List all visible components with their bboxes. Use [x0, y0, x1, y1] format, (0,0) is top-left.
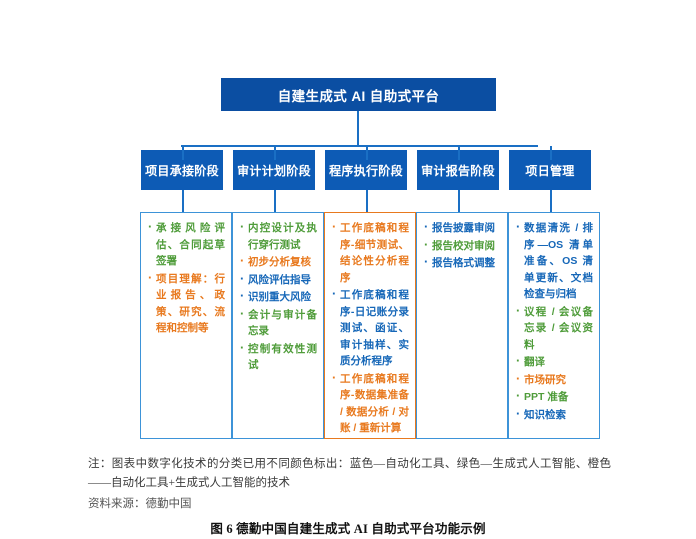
connector-stage-panel-1: [182, 190, 184, 212]
bullet-list: 工作底稿和程序-细节测试、结论性分析程序工作底稿和程序-日记账分录测试、函证、审…: [331, 219, 409, 437]
stage-box-4[interactable]: 审计报告阶段: [417, 150, 499, 190]
stage-box-3[interactable]: 程序执行阶段: [325, 150, 407, 190]
content-panel-5: 数据清洗 / 排序—OS 清单准备、OS 清单更新、文档检查与归档议程 / 会议…: [508, 212, 600, 439]
list-item[interactable]: 报告格式调整: [423, 254, 501, 272]
list-item[interactable]: 工作底稿和程序-细节测试、结论性分析程序: [331, 219, 409, 286]
list-item[interactable]: 承接风险评估、合同起草签署: [147, 219, 225, 270]
list-item[interactable]: 识别重大风险: [239, 288, 317, 306]
stage-label: 项目承接阶段: [145, 163, 219, 178]
list-item[interactable]: 翻译: [515, 353, 593, 371]
list-item[interactable]: 初步分析复核: [239, 253, 317, 271]
list-item[interactable]: 会计与审计备忘录: [239, 306, 317, 340]
connector-drop-2: [274, 146, 276, 160]
list-item[interactable]: 报告校对审阅: [423, 237, 501, 255]
connector-title-vertical: [357, 111, 359, 146]
platform-title-box: 自建生成式 AI 自助式平台: [221, 78, 496, 111]
connector-drop-1: [182, 146, 184, 160]
list-item[interactable]: 风险评估指导: [239, 271, 317, 289]
list-item[interactable]: 知识检索: [515, 406, 593, 424]
figure-caption: 图 6 德勤中国自建生成式 AI 自助式平台功能示例: [210, 522, 486, 536]
list-item[interactable]: 内控设计及执行穿行测试: [239, 219, 317, 253]
content-panel-2: 内控设计及执行穿行测试初步分析复核风险评估指导识别重大风险会计与审计备忘录控制有…: [232, 212, 324, 439]
list-item[interactable]: PPT 准备: [515, 388, 593, 406]
list-item[interactable]: 工作底稿和程序-数据集准备 / 数据分析 / 对账 / 重新计算: [331, 370, 409, 437]
org-diagram: 自建生成式 AI 自助式平台 项目承接阶段审计计划阶段程序执行阶段审计报告阶段项…: [0, 0, 696, 455]
connector-stage-panel-5: [550, 190, 552, 212]
stage-label: 程序执行阶段: [329, 163, 403, 178]
list-item[interactable]: 报告披露审阅: [423, 219, 501, 237]
bullet-list: 内控设计及执行穿行测试初步分析复核风险评估指导识别重大风险会计与审计备忘录控制有…: [239, 219, 317, 374]
bullet-list: 报告披露审阅报告校对审阅报告格式调整: [423, 219, 501, 272]
stage-box-5[interactable]: 项日管理: [509, 150, 591, 190]
list-item[interactable]: 工作底稿和程序-日记账分录测试、函证、审计抽样、实质分析程序: [331, 286, 409, 370]
connector-drop-3: [366, 146, 368, 160]
stage-label: 审计报告阶段: [421, 163, 495, 178]
connector-drop-4: [458, 146, 460, 160]
list-item[interactable]: 数据清洗 / 排序—OS 清单准备、OS 清单更新、文档检查与归档: [515, 219, 593, 303]
figure-source: 资料来源：德勤中国: [88, 498, 192, 510]
connector-drop-5: [550, 146, 552, 160]
stage-label: 审计计划阶段: [237, 163, 311, 178]
connector-stage-panel-2: [274, 190, 276, 212]
content-panel-1: 承接风险评估、合同起草签署项目理解：行业报告、政策、研究、流程和控制等: [140, 212, 232, 439]
bullet-list: 数据清洗 / 排序—OS 清单准备、OS 清单更新、文档检查与归档议程 / 会议…: [515, 219, 593, 424]
content-panel-4: 报告披露审阅报告校对审阅报告格式调整: [416, 212, 508, 439]
connector-horizontal-bus: [181, 145, 538, 147]
list-item[interactable]: 市场研究: [515, 371, 593, 389]
platform-title-label: 自建生成式 AI 自助式平台: [277, 88, 440, 104]
list-item[interactable]: 议程 / 会议备忘录 / 会议资料: [515, 303, 593, 354]
connector-stage-panel-3: [366, 190, 368, 212]
content-panel-3: 工作底稿和程序-细节测试、结论性分析程序工作底稿和程序-日记账分录测试、函证、审…: [324, 212, 416, 439]
connector-stage-panel-4: [458, 190, 460, 212]
list-item[interactable]: 控制有效性测试: [239, 340, 317, 374]
figure-note: 注：图表中数字化技术的分类已用不同颜色标出：蓝色—自动化工具、绿色—生成式人工智…: [88, 458, 611, 489]
bullet-list: 承接风险评估、合同起草签署项目理解：行业报告、政策、研究、流程和控制等: [147, 219, 225, 337]
stage-label: 项日管理: [525, 163, 575, 178]
list-item[interactable]: 项目理解：行业报告、政策、研究、流程和控制等: [147, 270, 225, 337]
